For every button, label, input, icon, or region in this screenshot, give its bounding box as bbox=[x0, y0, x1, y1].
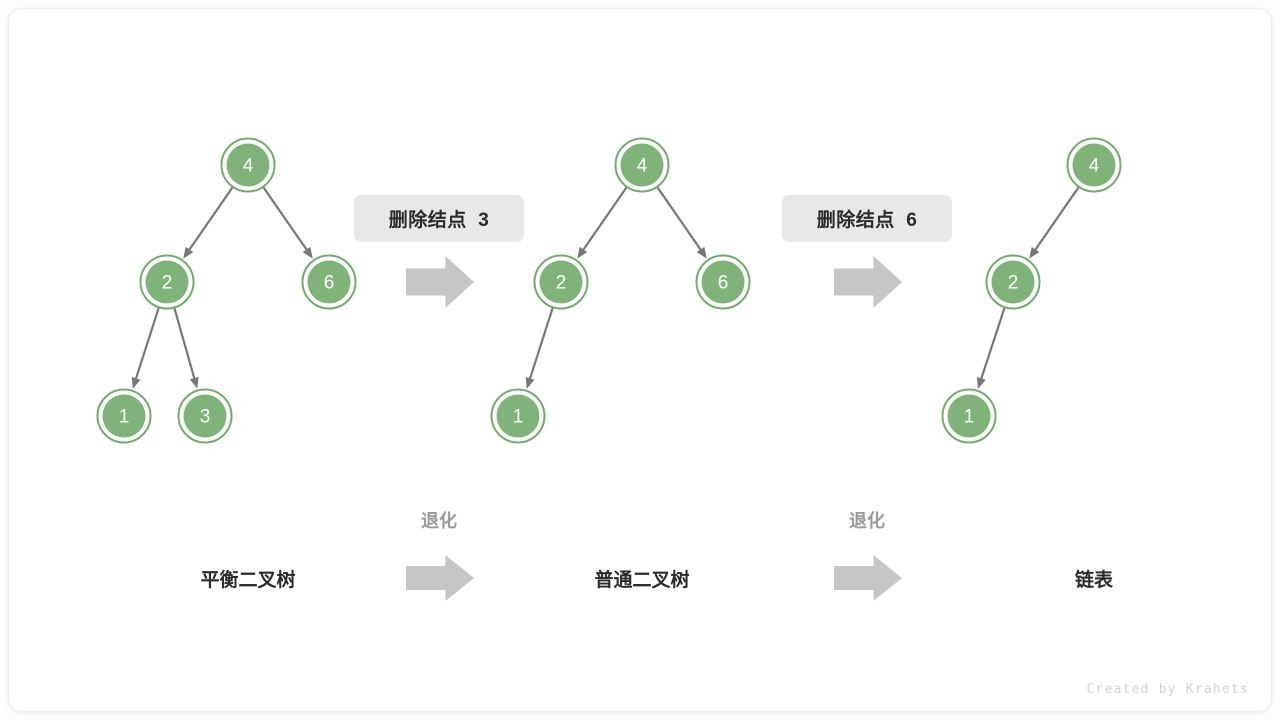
tree-node: 6 bbox=[301, 254, 357, 310]
tree-edge bbox=[528, 307, 554, 382]
caption-ordinary: 普通二叉树 bbox=[594, 570, 690, 591]
tree-node: 1 bbox=[941, 388, 997, 444]
caption-linkedlist: 链表 bbox=[1074, 570, 1114, 591]
tree-edge-arrowhead bbox=[1029, 246, 1040, 259]
tree-edges-balanced-binary-tree bbox=[131, 186, 313, 389]
tree-node-value: 6 bbox=[324, 273, 335, 294]
tree-edge bbox=[134, 307, 160, 382]
block-arrow-bottom-2 bbox=[834, 555, 902, 601]
tree-nodes-ordinary-binary-tree: 4 2 6 1 bbox=[490, 137, 751, 444]
tree-nodes-linked-list: 4 2 1 bbox=[941, 137, 1122, 444]
block-arrow-top-2 bbox=[834, 256, 902, 308]
tree-nodes-balanced-binary-tree: 4 2 6 1 3 bbox=[96, 137, 357, 444]
operation-label-text: 删除结点 6 bbox=[816, 210, 918, 231]
watermark-credit: Created by Krahets bbox=[1086, 682, 1249, 697]
tree-edge-arrowhead bbox=[696, 246, 707, 259]
tree-node-value: 1 bbox=[964, 407, 975, 428]
tree-edges-linked-list bbox=[976, 186, 1080, 389]
tree-edge-arrowhead bbox=[131, 376, 141, 389]
tree-edge bbox=[187, 186, 234, 253]
tree-node: 6 bbox=[695, 254, 751, 310]
tree-node: 1 bbox=[96, 388, 152, 444]
tree-node: 2 bbox=[533, 254, 589, 310]
tree-node-value: 1 bbox=[119, 407, 130, 428]
tree-node-value: 4 bbox=[243, 156, 254, 177]
tree-edge-arrowhead bbox=[302, 246, 313, 259]
tree-edges-ordinary-binary-tree bbox=[525, 186, 707, 389]
tree-node: 4 bbox=[1066, 137, 1122, 193]
tree-edge bbox=[262, 186, 309, 253]
diagram-card: 4 2 6 1 3 4 2 6 1 4 2 1 删除结点 3 删除结点 6 退化 退化平衡二叉树 普通二叉树 链… bbox=[8, 8, 1272, 712]
tree-edge bbox=[979, 307, 1006, 382]
operation-label-delete-node-3: 删除结点 3 bbox=[354, 195, 524, 242]
tree-node: 3 bbox=[177, 388, 233, 444]
tree-node: 4 bbox=[220, 137, 276, 193]
tree-edge-arrowhead bbox=[189, 376, 199, 389]
tree-node: 4 bbox=[614, 137, 670, 193]
tree-edge-arrowhead bbox=[183, 246, 194, 259]
tree-edge-arrowhead bbox=[525, 376, 535, 389]
tree-edge bbox=[1033, 186, 1080, 253]
operation-label-text: 删除结点 3 bbox=[388, 210, 490, 231]
operation-label-delete-node-6: 删除结点 6 bbox=[782, 195, 952, 242]
tree-edge bbox=[656, 186, 703, 253]
tree-node: 2 bbox=[985, 254, 1041, 310]
tree-degeneration-diagram: 4 2 6 1 3 4 2 6 1 4 2 1 bbox=[96, 137, 1122, 601]
tree-node-value: 2 bbox=[162, 273, 173, 294]
tree-edge bbox=[581, 186, 628, 253]
tree-node-value: 2 bbox=[1008, 273, 1019, 294]
caption-balanced: 平衡二叉树 bbox=[200, 570, 296, 591]
tree-edge bbox=[173, 307, 196, 382]
tree-node: 2 bbox=[139, 254, 195, 310]
tree-node-value: 4 bbox=[637, 156, 648, 177]
tree-node: 1 bbox=[490, 388, 546, 444]
tree-node-value: 2 bbox=[556, 273, 567, 294]
transition-label-degenerate-2: 退化 bbox=[849, 511, 885, 531]
tree-node-value: 4 bbox=[1089, 156, 1100, 177]
block-arrow-bottom-1 bbox=[406, 555, 474, 601]
tree-node-value: 1 bbox=[513, 407, 524, 428]
tree-edge-arrowhead bbox=[976, 377, 986, 389]
tree-edge-arrowhead bbox=[577, 246, 588, 259]
block-arrow-top-1 bbox=[406, 256, 474, 308]
tree-node-value: 6 bbox=[718, 273, 729, 294]
transition-label-degenerate-1: 退化 bbox=[421, 511, 457, 531]
tree-node-value: 3 bbox=[200, 407, 211, 428]
